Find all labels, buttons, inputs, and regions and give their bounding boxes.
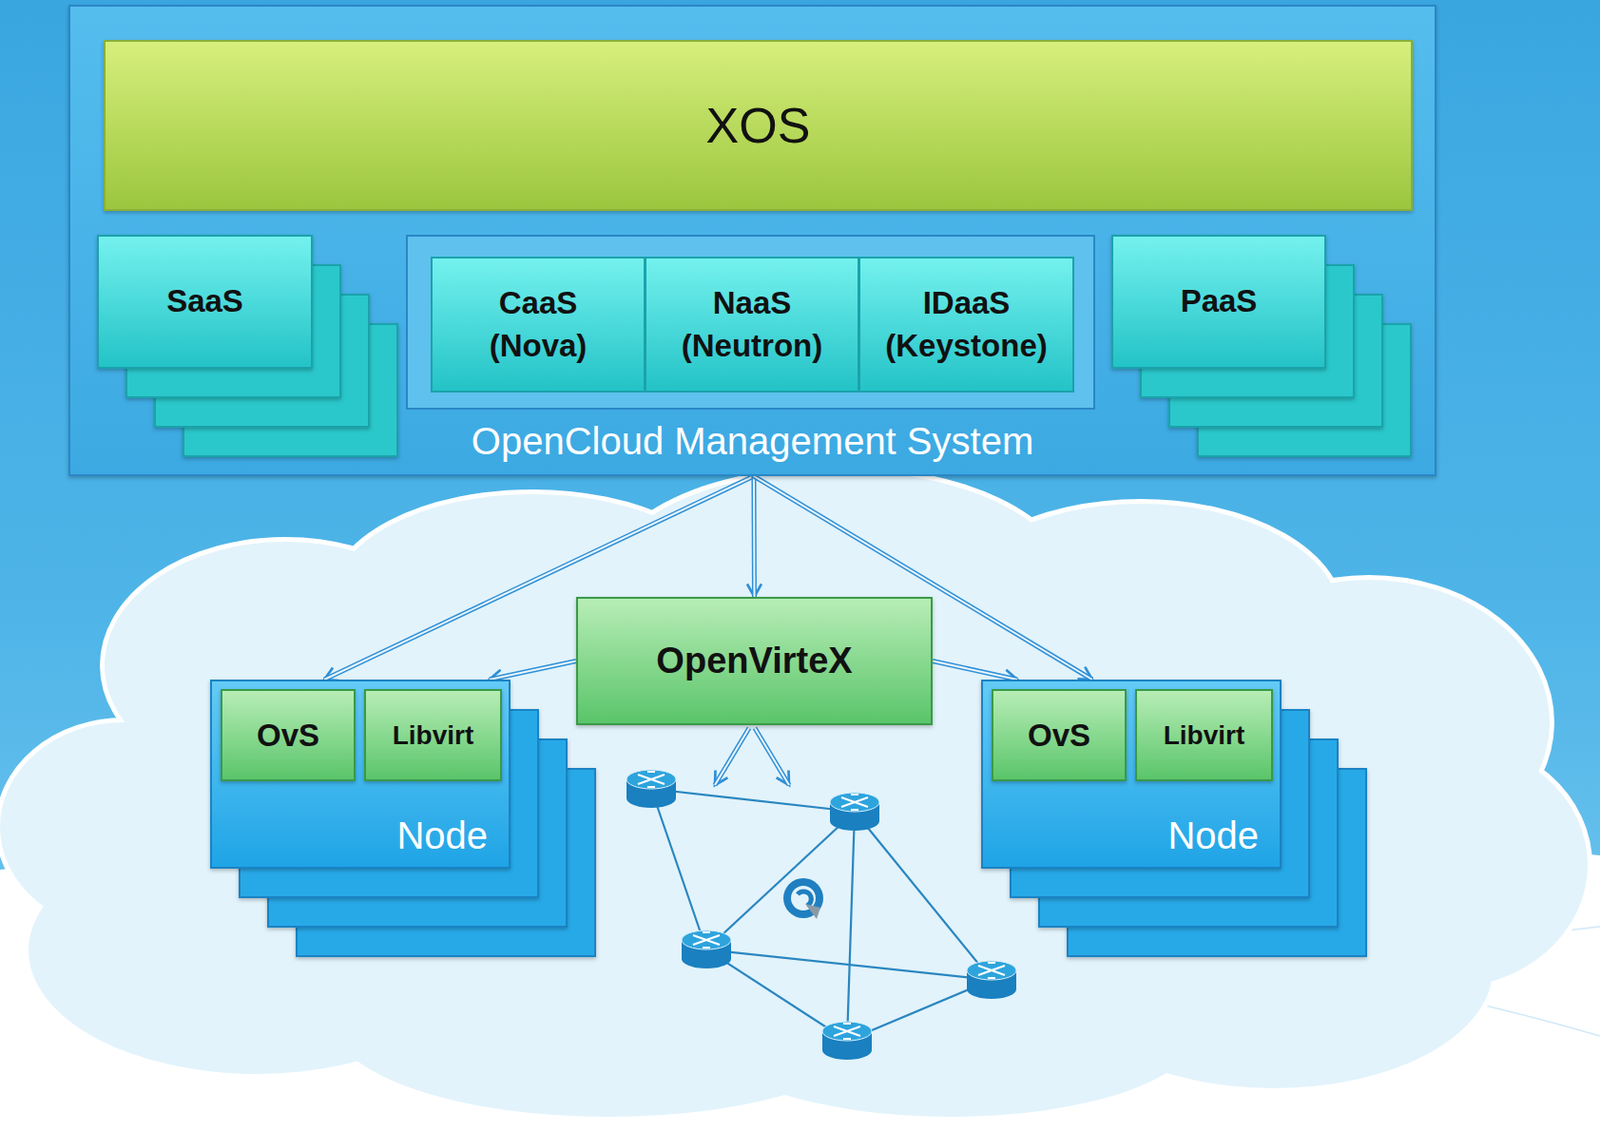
node-label: OpenVirteX (655, 640, 852, 682)
node-label: CaaS (Nova) (489, 282, 588, 367)
node-label: SaaS (166, 280, 244, 324)
node-label: Libvirt (392, 720, 475, 752)
cloud-outline (0, 470, 1588, 1118)
control-arrows (714, 728, 790, 786)
connector-core (489, 661, 577, 681)
connector-core (752, 476, 756, 598)
switch-box: OvS (220, 689, 356, 782)
connector-group (932, 661, 1018, 681)
node-label: OpenCloud Management System (471, 420, 1034, 463)
hypervisor-box: Libvirt (1135, 689, 1273, 782)
service-cell: CaaS (Nova) (430, 256, 646, 393)
service-box: PaaS (1111, 234, 1327, 369)
connector-core (932, 661, 1018, 681)
connector-arrow (489, 661, 577, 681)
router-icons (626, 770, 1017, 1061)
compute-node: Node OvS Libvirt (981, 679, 1282, 869)
switch-box: OvS (991, 689, 1127, 782)
node-label: Node (1167, 814, 1259, 858)
node-label: XOS (706, 96, 811, 155)
compute-node: Node OvS Libvirt (210, 679, 511, 869)
connector-arrow (751, 476, 757, 598)
node-label: Node (396, 814, 488, 858)
service-cell: IDaaS (Keystone) (858, 256, 1075, 393)
node-label: Libvirt (1163, 720, 1246, 752)
management-frame: OpenCloud Management System XOS SaaS CaaS (… (68, 4, 1437, 477)
network-links (651, 789, 992, 1041)
platform-band: XOS (103, 39, 1413, 212)
cloud-fill (0, 470, 1588, 1118)
node-label: PaaS (1180, 280, 1258, 324)
node-label: IDaaS (Keystone) (885, 282, 1048, 367)
node-label: OvS (1027, 717, 1091, 754)
connector-group (752, 476, 755, 598)
connector-arrow (932, 661, 1018, 681)
service-box: SaaS (96, 234, 313, 369)
hypervisor-box: Libvirt (364, 689, 502, 782)
openflow-logo (783, 878, 824, 920)
controller-box: OpenVirteX (576, 597, 933, 726)
node-label: OvS (256, 717, 320, 754)
service-cell: NaaS (Neutron) (644, 256, 860, 393)
connector-group (489, 661, 577, 681)
node-label: NaaS (Neutron) (681, 282, 823, 367)
